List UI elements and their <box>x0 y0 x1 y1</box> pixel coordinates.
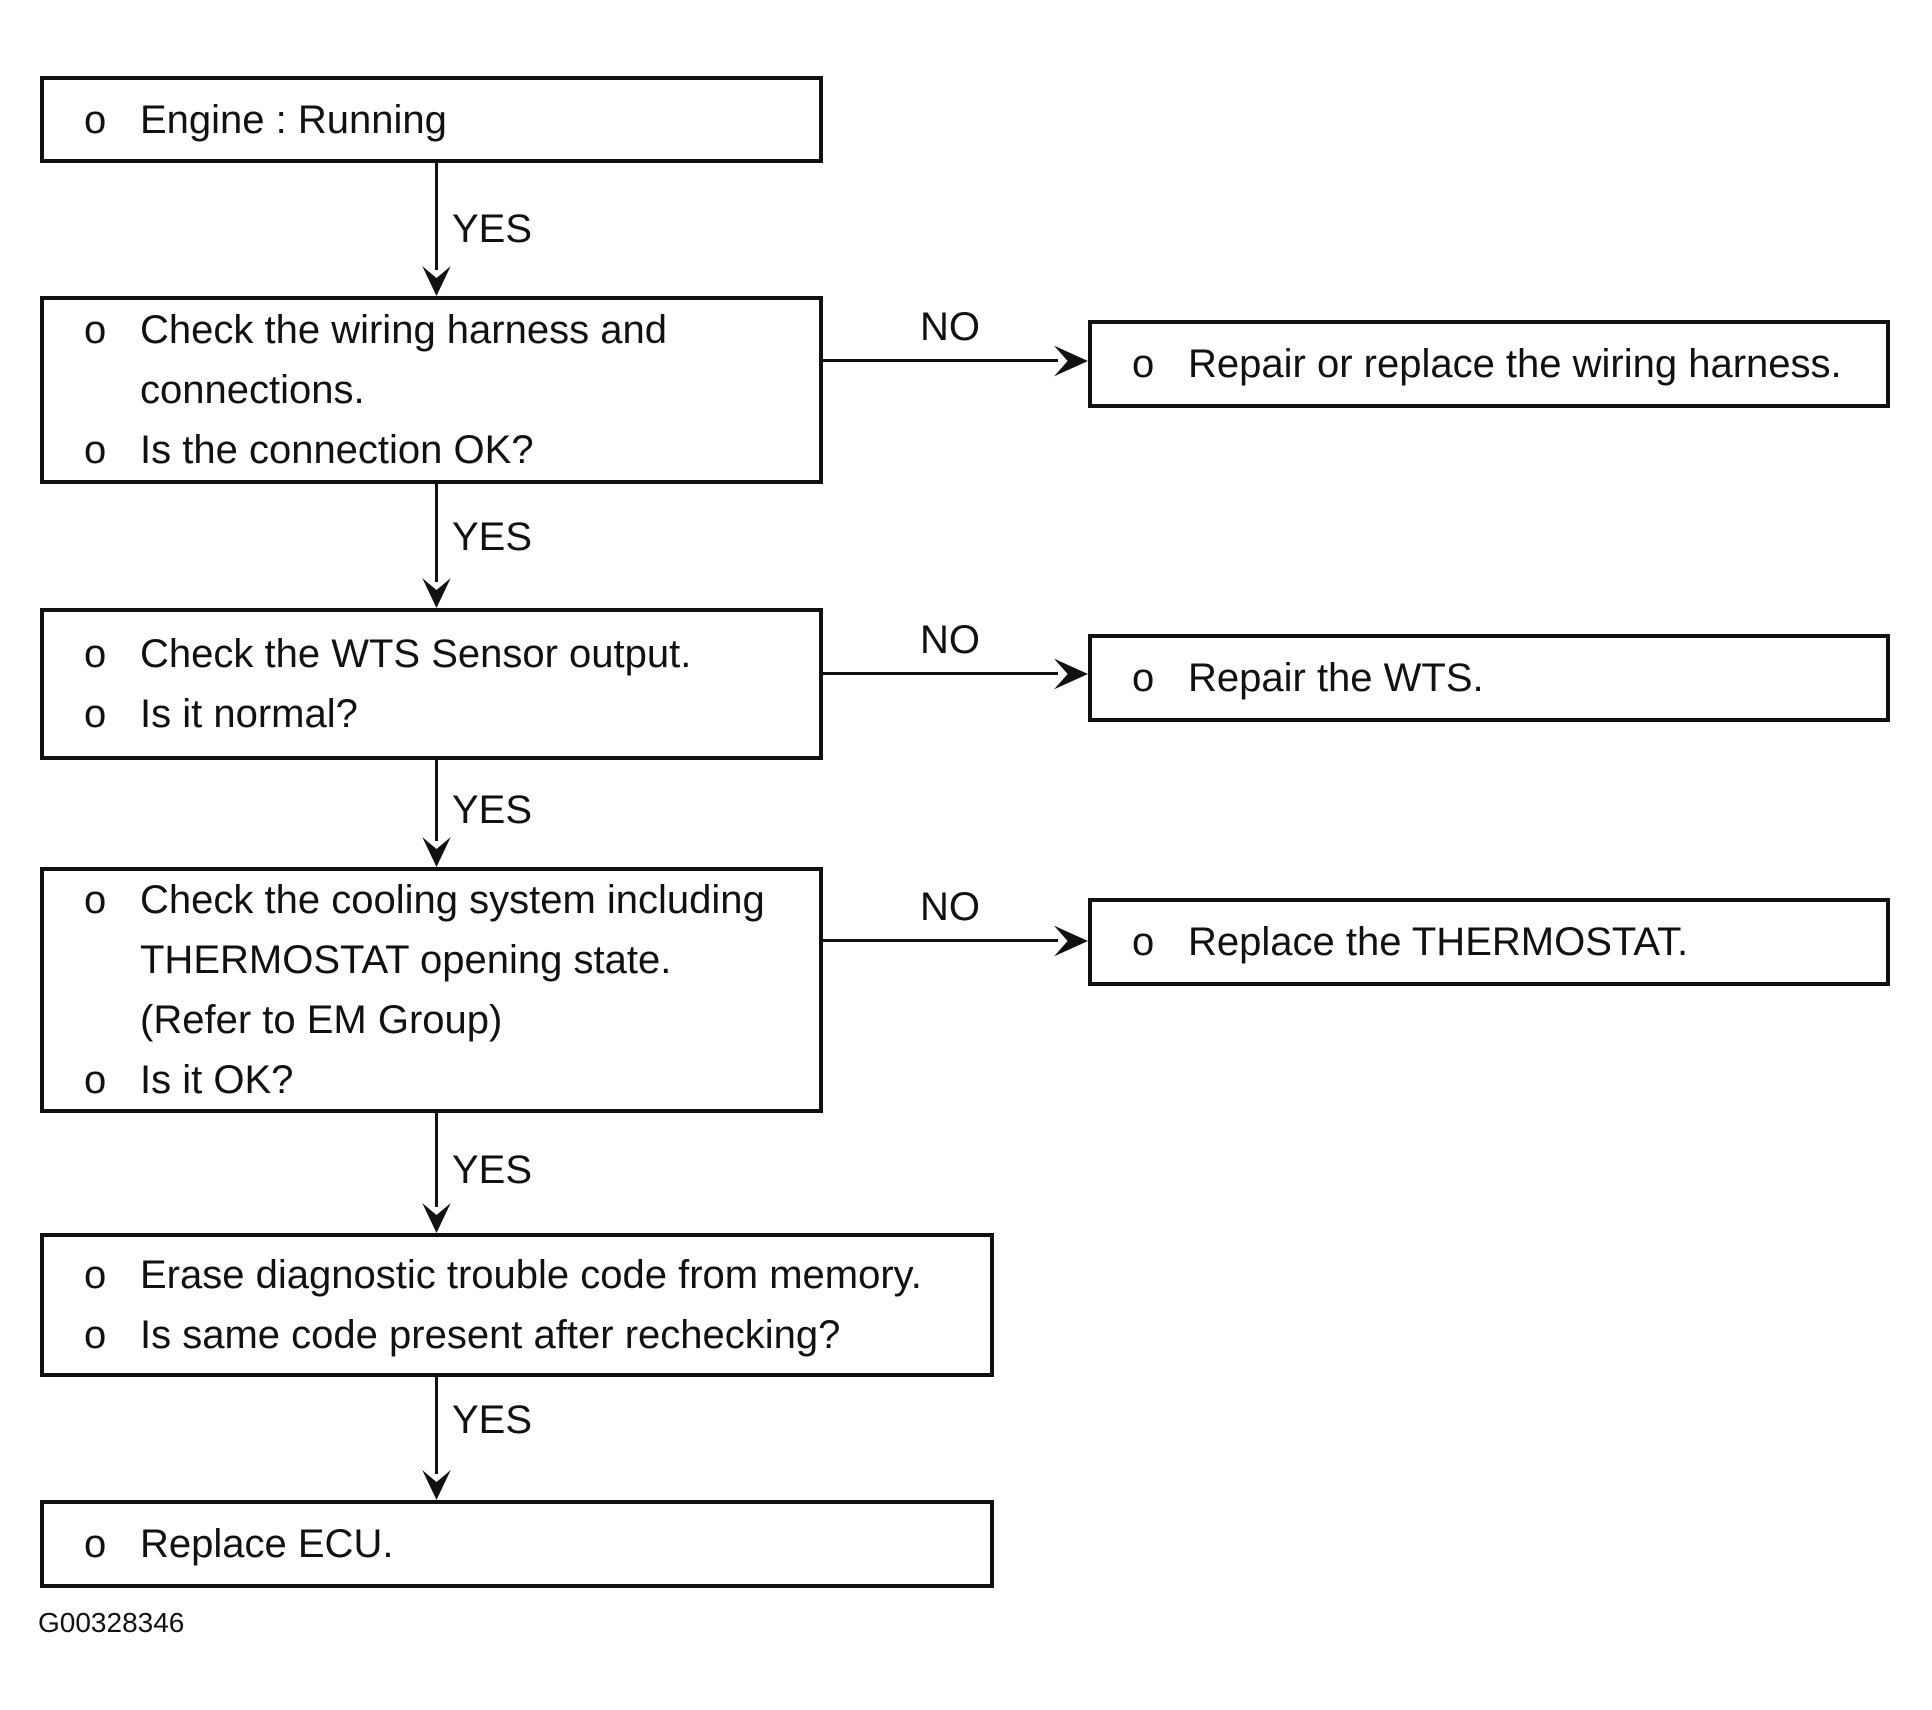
bullet-item: o Erase diagnostic trouble code from mem… <box>44 1245 990 1305</box>
bullet-item: o Is same code present after rechecking? <box>44 1305 990 1365</box>
node-engine-running: o Engine : Running <box>40 76 823 163</box>
bullet-marker: o <box>84 632 107 676</box>
yes-arrow-2-head-icon <box>422 578 451 608</box>
bullet-marker: o <box>84 97 107 142</box>
node-text: Is the connection OK? <box>140 428 534 472</box>
node-check-wts: o Check the WTS Sensor output. o Is it n… <box>40 608 823 760</box>
yes-label-1: YES <box>452 207 533 251</box>
bullet-marker: o <box>1132 342 1155 386</box>
yes-arrow-3-head-icon <box>422 837 451 867</box>
yes-label-4: YES <box>452 1148 533 1192</box>
bullet-marker: o <box>84 428 107 472</box>
node-text: Check the wiring harness and connections… <box>140 308 667 412</box>
yes-label-3: YES <box>452 788 533 832</box>
no-arrow-1-head-icon <box>1054 345 1088 377</box>
bullet-item: o Is it OK? <box>44 1050 819 1110</box>
node-text: Is it normal? <box>140 692 358 736</box>
bullet-marker: o <box>84 1522 107 1566</box>
yes-arrow-5-line <box>435 1377 438 1474</box>
yes-arrow-5-head-icon <box>422 1470 451 1500</box>
bullet-marker: o <box>84 308 107 352</box>
bullet-marker: o <box>1132 920 1155 964</box>
node-check-cooling: o Check the cooling system including THE… <box>40 867 823 1113</box>
bullet-marker: o <box>84 1058 107 1102</box>
node-text: Is it OK? <box>140 1058 294 1102</box>
bullet-item: o Engine : Running <box>44 90 819 150</box>
node-text: Is same code present after rechecking? <box>140 1313 841 1357</box>
bullet-marker: o <box>84 1313 107 1357</box>
action-repair-wiring: o Repair or replace the wiring harness. <box>1088 320 1890 408</box>
bullet-marker: o <box>84 878 107 922</box>
yes-label-5: YES <box>452 1398 533 1442</box>
bullet-item: o Check the WTS Sensor output. <box>44 624 819 684</box>
yes-arrow-1-line <box>435 163 438 270</box>
no-label-3: NO <box>920 885 980 929</box>
no-label-2: NO <box>920 618 980 662</box>
bullet-item: o Is the connection OK? <box>44 420 819 480</box>
action-text: Repair the WTS. <box>1188 656 1484 700</box>
yes-arrow-1-head-icon <box>422 266 451 296</box>
no-arrow-2-line <box>823 672 1058 675</box>
bullet-item: o Check the wiring harness and connectio… <box>44 300 819 420</box>
bullet-item: o Repair the WTS. <box>1092 648 1886 708</box>
bullet-item: o Replace the THERMOSTAT. <box>1092 912 1886 972</box>
bullet-marker: o <box>1132 656 1155 700</box>
node-replace-ecu: o Replace ECU. <box>40 1500 994 1588</box>
yes-arrow-2-line <box>435 484 438 582</box>
yes-label-2: YES <box>452 515 533 559</box>
node-check-wiring: o Check the wiring harness and connectio… <box>40 296 823 484</box>
node-text: Check the WTS Sensor output. <box>140 632 692 676</box>
no-arrow-3-line <box>823 939 1058 942</box>
yes-arrow-4-head-icon <box>422 1203 451 1233</box>
action-repair-wts: o Repair the WTS. <box>1088 634 1890 722</box>
no-arrow-1-line <box>823 359 1058 362</box>
bullet-item: o Is it normal? <box>44 684 819 744</box>
yes-arrow-4-line <box>435 1113 438 1207</box>
no-arrow-3-head-icon <box>1054 925 1088 957</box>
node-text: Engine : Running <box>140 97 447 142</box>
no-arrow-2-head-icon <box>1054 658 1088 690</box>
bullet-item: o Check the cooling system including THE… <box>44 870 819 1050</box>
bullet-marker: o <box>84 1253 107 1297</box>
bullet-item: o Replace ECU. <box>44 1514 990 1574</box>
figure-code: G00328346 <box>38 1607 185 1638</box>
bullet-item: o Repair or replace the wiring harness. <box>1092 334 1886 394</box>
node-erase-dtc: o Erase diagnostic trouble code from mem… <box>40 1233 994 1377</box>
action-text: Repair or replace the wiring harness. <box>1188 342 1842 386</box>
yes-arrow-3-line <box>435 760 438 841</box>
bullet-marker: o <box>84 692 107 736</box>
node-text: Check the cooling system including THERM… <box>140 878 765 1042</box>
action-text: Replace the THERMOSTAT. <box>1188 920 1689 964</box>
node-text: Erase diagnostic trouble code from memor… <box>140 1253 922 1297</box>
no-label-1: NO <box>920 305 980 349</box>
action-replace-thermostat: o Replace the THERMOSTAT. <box>1088 898 1890 986</box>
node-text: Replace ECU. <box>140 1522 394 1566</box>
